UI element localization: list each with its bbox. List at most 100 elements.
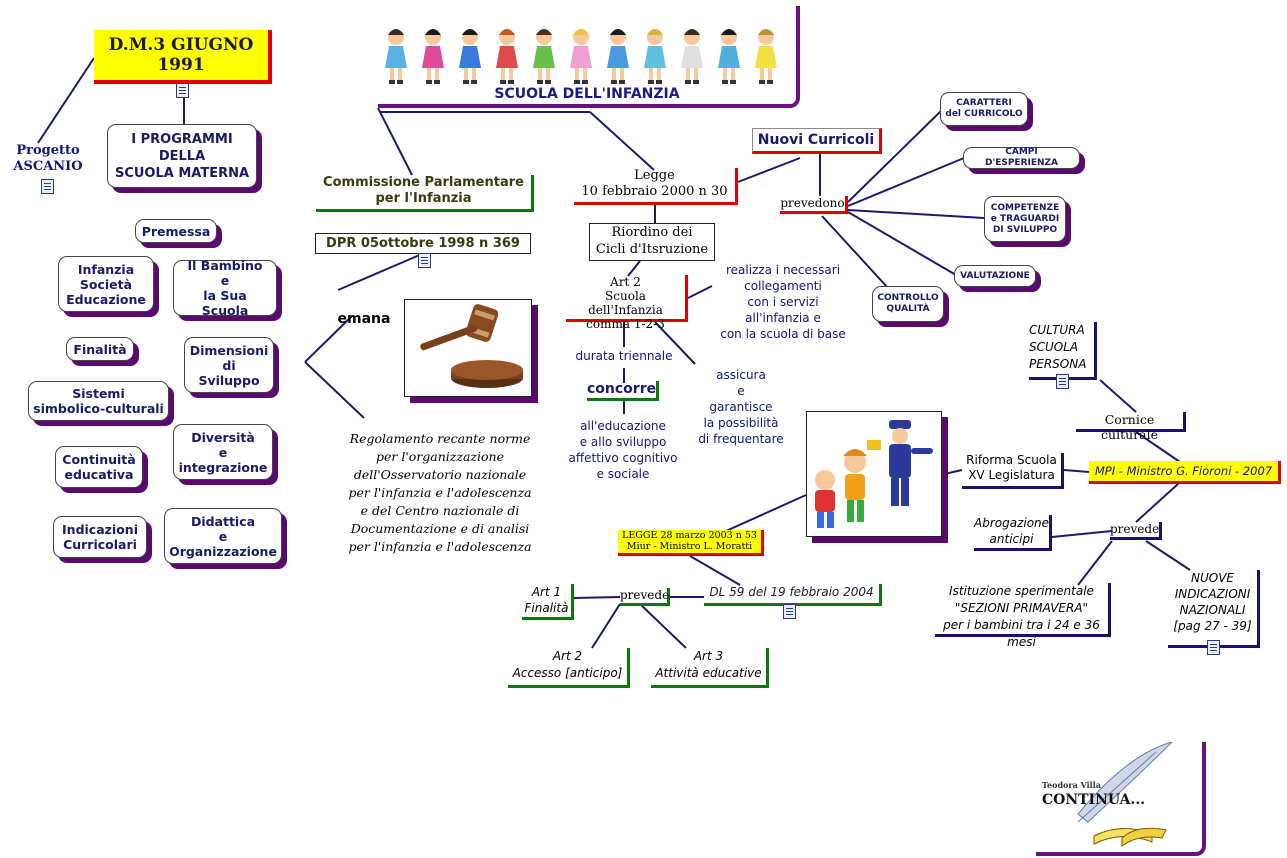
- gavel-illustration: [404, 299, 532, 397]
- regolamento-text: Regolamento recante norme per l'organizz…: [348, 431, 532, 554]
- connector: [377, 107, 413, 176]
- author-label: Teodora Villa: [1042, 780, 1101, 790]
- dm-1991-node[interactable]: D.M.3 GIUGNO 1991: [94, 30, 272, 84]
- art2-node[interactable]: Art 2 Scuola dell'Infanzia comma 1-2-3: [566, 275, 688, 331]
- nuovi-curricoli-node[interactable]: Nuovi Curricoli: [752, 128, 882, 154]
- connector: [639, 603, 687, 649]
- note-icon[interactable]: [1207, 640, 1220, 655]
- didattica-box[interactable]: Didattica e Organizzazione: [164, 508, 282, 564]
- connector: [591, 603, 621, 649]
- connector: [573, 596, 621, 599]
- connector: [821, 215, 889, 289]
- connector: [589, 111, 655, 171]
- educazione-text: all'educazione e allo sviluppo affettivo…: [568, 419, 678, 481]
- connector: [1135, 431, 1181, 463]
- continua-frame[interactable]: Teodora Villa CONTINUA...: [1036, 742, 1206, 856]
- competenze-box[interactable]: COMPETENZE e TRAGUARDI DI SVILUPPO: [984, 196, 1066, 242]
- connector: [847, 109, 943, 203]
- caratteri-box[interactable]: CARATTERI del CURRICOLO: [940, 92, 1028, 126]
- controllo-box[interactable]: CONTROLLO QUALITÀ: [872, 286, 944, 322]
- connector: [337, 253, 423, 291]
- concorre-node[interactable]: concorre: [587, 381, 659, 401]
- bambino-box[interactable]: Il Bambino e la Sua Scuola: [173, 258, 277, 318]
- connector: [939, 469, 963, 476]
- emana-label: emana: [337, 311, 391, 327]
- child-icon: [755, 29, 777, 84]
- note-icon[interactable]: [418, 253, 431, 268]
- sistemi-box[interactable]: Sistemi simbolico-culturali: [28, 381, 169, 421]
- prevede-moratti-node[interactable]: prevede: [620, 588, 670, 606]
- premessa-box[interactable]: Premessa: [135, 219, 217, 243]
- connector: [304, 315, 353, 363]
- istituzione-node[interactable]: Istituzione sperimentale "SEZIONI PRIMAV…: [935, 583, 1111, 649]
- child-icon: [533, 29, 555, 84]
- cornice-node[interactable]: Cornice culturale: [1076, 412, 1186, 442]
- prevedono-node[interactable]: prevedono: [780, 196, 848, 214]
- continuita-box[interactable]: Continuità educativa: [55, 446, 143, 488]
- progetto-ascanio: Progetto ASCANIO: [13, 143, 83, 174]
- connector: [847, 209, 985, 219]
- indicazioni-box[interactable]: Indicazioni Curricolari: [53, 516, 147, 558]
- connector: [304, 361, 365, 419]
- child-icon: [385, 29, 407, 84]
- child-icon: [570, 29, 592, 84]
- riforma-node[interactable]: Riforma Scuola XV Legislatura: [962, 453, 1064, 489]
- note-icon[interactable]: [1056, 374, 1069, 389]
- gavel-icon: [420, 304, 523, 388]
- infanzia-box[interactable]: Infanzia Società Educazione: [58, 256, 154, 312]
- durata-label: durata triennale: [575, 349, 673, 363]
- child-icon: [496, 29, 518, 84]
- finalita-box[interactable]: Finalità: [66, 337, 134, 361]
- banner-title: SCUOLA DELL'INFANZIA: [494, 86, 680, 102]
- connector: [687, 285, 713, 299]
- abrogazione-node[interactable]: Abrogazione anticipi: [974, 515, 1052, 551]
- assicura-text: assicura e garantisce la possibilità di …: [698, 368, 784, 446]
- legge-2000-node[interactable]: Legge 10 febbraio 2000 n 30: [574, 168, 738, 205]
- continua-label[interactable]: CONTINUA...: [1042, 792, 1146, 808]
- note-icon[interactable]: [783, 604, 796, 619]
- connector: [689, 555, 741, 586]
- connector: [1063, 469, 1090, 473]
- connector: [737, 157, 801, 183]
- connector: [37, 57, 95, 144]
- cultura-node[interactable]: CULTURA SCUOLA PERSONA: [1029, 322, 1097, 380]
- connector: [1051, 530, 1113, 538]
- connector: [1099, 379, 1137, 413]
- valutazione-box[interactable]: VALUTAZIONE: [954, 265, 1036, 287]
- connector: [627, 260, 641, 277]
- quill-book-icon: [1077, 742, 1173, 847]
- art3-node[interactable]: Art 3 Attività educative: [651, 648, 769, 688]
- dl-2004-node[interactable]: DL 59 del 19 febbraio 2004: [704, 584, 882, 606]
- children-police-illustration: [806, 411, 942, 537]
- child-icon: [422, 29, 444, 84]
- art2-accesso-node[interactable]: Art 2 Accesso [anticipo]: [508, 648, 630, 688]
- connector: [1077, 540, 1113, 586]
- diversita-box[interactable]: Diversità e integrazione: [173, 424, 273, 480]
- connector: [847, 157, 965, 207]
- connector: [654, 321, 696, 365]
- child-icon: [459, 29, 481, 84]
- child-icon: [681, 29, 703, 84]
- art1-node[interactable]: Art 1 Finalità: [522, 584, 574, 620]
- children-illustration: [382, 26, 792, 86]
- connector: [1145, 540, 1191, 571]
- connector: [1135, 483, 1179, 523]
- child-icon: [607, 29, 629, 84]
- programmi-node[interactable]: I PROGRAMMI DELLA SCUOLA MATERNA: [107, 124, 257, 188]
- note-icon[interactable]: [41, 179, 54, 194]
- dpr-node[interactable]: DPR 05ottobre 1998 n 369: [315, 233, 531, 254]
- dimensioni-box[interactable]: Dimensioni di Sviluppo: [184, 337, 274, 393]
- child-icon: [644, 29, 666, 84]
- child-icon: [718, 29, 740, 84]
- prevede-fioroni-node[interactable]: prevede: [1110, 522, 1162, 540]
- mpi-node[interactable]: MPI - Ministro G. Fioroni - 2007: [1089, 461, 1281, 484]
- riordino-node[interactable]: Riordino dei Cicli d'Itsruzione: [589, 223, 715, 261]
- realizza-text: realizza i necessari collegamenti con i …: [720, 263, 846, 341]
- nuove-indicazioni-node[interactable]: NUOVE INDICAZIONI NAZIONALI [pag 27 - 39…: [1168, 570, 1260, 648]
- connector: [847, 211, 957, 276]
- campi-box[interactable]: CAMPI D'ESPERIENZA: [963, 147, 1080, 169]
- commissione-node[interactable]: Commissione Parlamentare per l'Infanzia: [316, 175, 534, 212]
- banner: SCUOLA DELL'INFANZIA: [378, 6, 800, 108]
- legge-2003-node[interactable]: LEGGE 28 marzo 2003 n 53 Miur - Ministro…: [618, 530, 764, 556]
- note-icon[interactable]: [176, 83, 189, 98]
